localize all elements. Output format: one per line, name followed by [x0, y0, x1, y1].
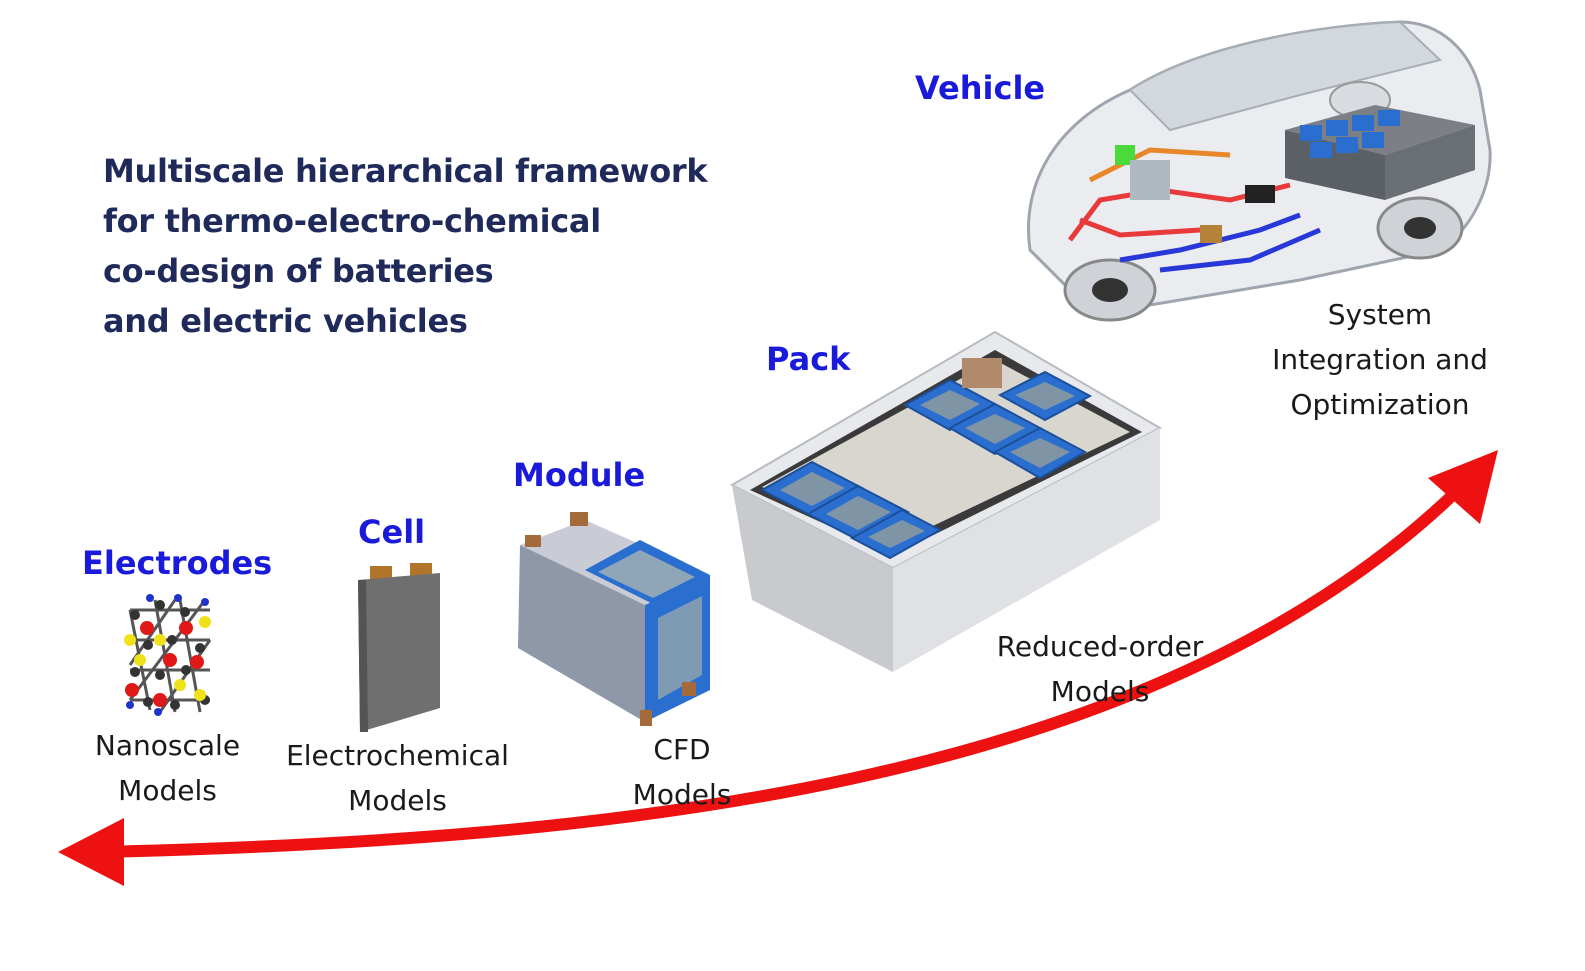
level-label-cell: Cell — [358, 513, 426, 551]
scale-arrow — [58, 450, 1498, 886]
level-label-pack: Pack — [766, 340, 851, 378]
framework-title-line-1: Multiscale hierarchical framework — [103, 152, 708, 190]
caption-electrochemical-models: Electrochemical Models — [270, 733, 525, 823]
caption-line: System — [1327, 298, 1433, 331]
caption-line: Integration and — [1272, 343, 1488, 376]
level-label-vehicle: Vehicle — [915, 69, 1046, 107]
caption-nanoscale-models: Nanoscale Models — [75, 723, 260, 813]
framework-title-line-3: co-design of batteries — [103, 252, 494, 290]
caption-line: Models — [118, 774, 217, 807]
caption-line: Optimization — [1290, 388, 1470, 421]
caption-line: Models — [1050, 675, 1150, 708]
battery-pack-image — [729, 330, 1163, 672]
caption-line: CFD — [653, 733, 711, 766]
caption-line: Nanoscale — [94, 729, 241, 762]
pouch-cell-image — [358, 563, 440, 732]
caption-line: Electrochemical — [286, 739, 509, 772]
caption-system-integration: System Integration and Optimization — [1255, 292, 1505, 427]
caption-line: Models — [632, 778, 732, 811]
arrowhead-right — [1428, 450, 1498, 524]
caption-reduced-order-models: Reduced-order Models — [975, 624, 1225, 714]
framework-title-line-2: for thermo-electro-chemical — [103, 202, 601, 240]
electrode-lattice-image — [124, 594, 212, 716]
arrowhead-left — [58, 818, 124, 886]
battery-module-image — [518, 512, 710, 726]
level-label-module: Module — [513, 456, 646, 494]
electric-vehicle-image — [1027, 20, 1492, 322]
caption-line: Reduced-order — [996, 630, 1204, 663]
caption-cfd-models: CFD Models — [612, 727, 752, 817]
caption-line: Models — [348, 784, 447, 817]
level-label-electrodes: Electrodes — [82, 544, 273, 582]
framework-title-line-4: and electric vehicles — [103, 302, 468, 340]
